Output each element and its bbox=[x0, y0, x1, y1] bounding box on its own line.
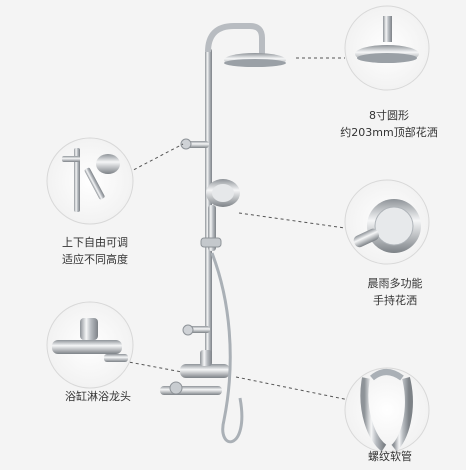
callout-slide-bar: 上下自由可调 适应不同高度 bbox=[40, 234, 150, 268]
callout-line: 适应不同高度 bbox=[62, 253, 128, 266]
callout-line: 上下自由可调 bbox=[62, 236, 128, 249]
callout-circle-spout bbox=[46, 301, 134, 389]
riser-pipe bbox=[205, 23, 265, 358]
overhead-shower-head bbox=[224, 53, 286, 67]
callout-line: 8寸圆形 bbox=[369, 109, 409, 122]
callout-line: 约203mm顶部花洒 bbox=[340, 126, 438, 139]
callout-circle-hand bbox=[344, 179, 430, 265]
callout-line: 浴缸淋浴龙头 bbox=[65, 390, 131, 403]
leader-lines bbox=[117, 57, 350, 401]
callout-tub-spout: 浴缸淋浴龙头 bbox=[43, 388, 153, 405]
callout-line: 手持花洒 bbox=[373, 294, 417, 307]
hand-shower bbox=[206, 179, 240, 251]
callout-circle-hose bbox=[344, 367, 430, 453]
shower-hose bbox=[210, 252, 244, 444]
callout-hose: 螺纹软管 bbox=[340, 448, 440, 465]
callout-line: 晨雨多功能 bbox=[367, 277, 423, 290]
callout-line: 螺纹软管 bbox=[368, 450, 412, 463]
slide-holder bbox=[200, 237, 222, 248]
callout-circle-overhead bbox=[344, 5, 430, 91]
mixer-valve bbox=[160, 350, 230, 395]
callout-circle-slide bbox=[46, 137, 134, 225]
wall-bracket-lower bbox=[182, 324, 210, 336]
callout-hand-shower: 晨雨多功能 手持花洒 bbox=[340, 275, 450, 309]
callout-overhead-shower: 8寸圆形 约203mm顶部花洒 bbox=[330, 107, 448, 141]
wall-bracket-upper bbox=[180, 138, 209, 150]
